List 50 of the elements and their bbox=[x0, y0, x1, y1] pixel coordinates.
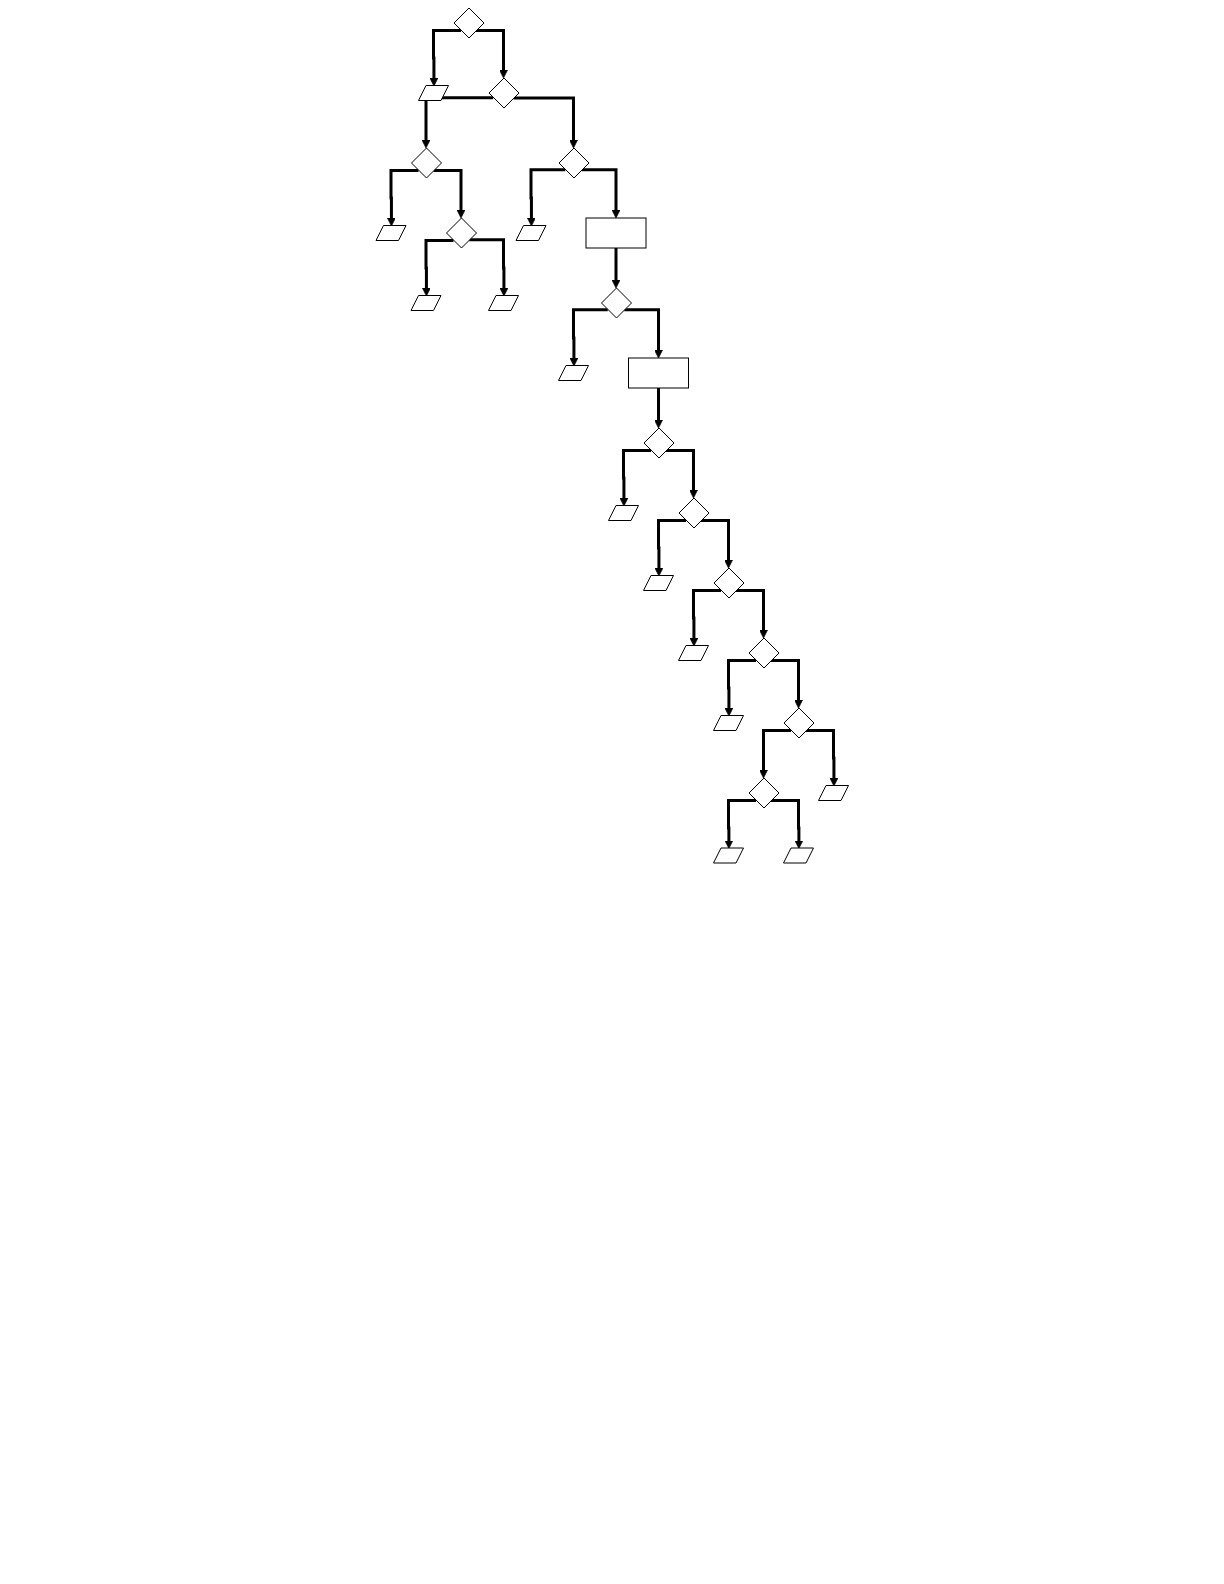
node-parallelogram bbox=[712, 847, 744, 864]
arrow bbox=[770, 659, 803, 709]
node-parallelogram bbox=[487, 295, 519, 311]
node-parallelogram bbox=[417, 85, 449, 101]
node-diamond bbox=[600, 287, 632, 319]
node-diamond bbox=[453, 7, 485, 39]
node-diamond bbox=[713, 567, 745, 599]
arrow bbox=[475, 29, 508, 79]
node-parallelogram bbox=[642, 575, 674, 591]
node-diamond bbox=[748, 637, 780, 669]
arrow bbox=[469, 238, 509, 297]
arrow bbox=[770, 799, 804, 849]
arrow bbox=[654, 519, 686, 577]
arrow bbox=[569, 308, 608, 367]
node-parallelogram bbox=[375, 225, 407, 241]
node-box bbox=[627, 357, 689, 389]
node-parallelogram bbox=[677, 645, 709, 661]
arrow bbox=[619, 449, 651, 507]
arrow bbox=[526, 168, 565, 227]
arrow bbox=[758, 729, 791, 779]
arrow bbox=[724, 799, 756, 849]
node-diamond bbox=[748, 777, 780, 809]
node-diamond bbox=[445, 217, 477, 249]
arrow bbox=[433, 169, 466, 219]
node-diamond bbox=[488, 77, 520, 109]
node-diamond bbox=[643, 427, 675, 459]
node-diamond bbox=[558, 147, 590, 179]
node-parallelogram bbox=[515, 225, 547, 241]
arrow bbox=[724, 659, 756, 717]
node-parallelogram bbox=[410, 295, 442, 311]
node-parallelogram bbox=[712, 715, 744, 731]
arrow bbox=[665, 449, 698, 499]
arrow bbox=[689, 589, 721, 647]
arrow bbox=[421, 239, 454, 297]
arrow bbox=[624, 308, 663, 359]
node-parallelogram bbox=[557, 365, 589, 381]
arrow bbox=[805, 729, 839, 787]
node-diamond bbox=[783, 707, 815, 739]
arrow bbox=[700, 519, 733, 569]
node-diamond bbox=[678, 497, 710, 529]
node-parallelogram bbox=[782, 847, 814, 864]
node-parallelogram bbox=[817, 785, 849, 801]
arrow bbox=[429, 29, 461, 87]
arrow bbox=[513, 96, 578, 149]
arrow bbox=[735, 589, 768, 639]
node-diamond bbox=[410, 147, 442, 179]
node-box bbox=[585, 217, 647, 249]
node-parallelogram bbox=[607, 505, 639, 521]
arrow bbox=[581, 168, 621, 219]
arrow bbox=[386, 169, 419, 227]
